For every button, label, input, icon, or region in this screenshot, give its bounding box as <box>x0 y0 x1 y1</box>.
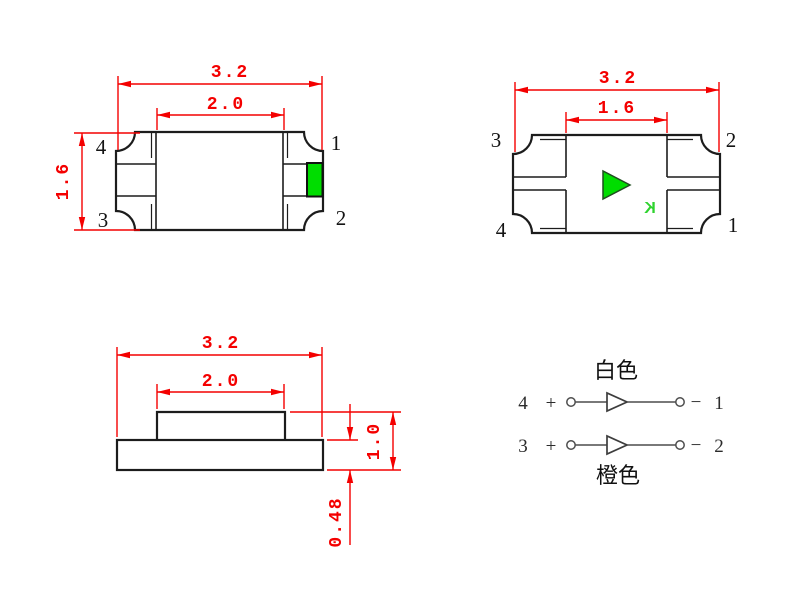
diode-symbol <box>606 391 630 413</box>
package-outline <box>511 133 722 235</box>
pin-label: 1 <box>331 131 342 155</box>
dimension-text: 1.0 <box>365 422 385 460</box>
side-view: 3.2 2.0 1.0 0.48 <box>115 334 401 548</box>
dimension-text: 2.0 <box>202 372 240 392</box>
led-window <box>306 162 324 198</box>
dimension-text: 3.2 <box>202 334 240 354</box>
pin-label: 3 <box>98 208 109 232</box>
pin-label: 3 <box>491 128 502 152</box>
dimension-text: 2.0 <box>207 95 245 115</box>
minus-sign: − <box>691 435 702 456</box>
plus-sign: + <box>546 393 557 414</box>
dimension-text: 3.2 <box>211 63 249 83</box>
color-label-top: 白色 <box>594 358 638 383</box>
cathode-mark: K <box>644 200 656 217</box>
circuit-diagram: 白色 4 + − 1 3 + − 2 橙色 <box>518 358 724 488</box>
bottom-view: K 3 2 4 1 3.2 1.6 <box>491 69 739 242</box>
dimension-text: 0.48 <box>327 496 347 547</box>
pin-label: 4 <box>496 218 507 242</box>
dimension-text: 1.6 <box>54 162 74 200</box>
led-chip-triangle <box>602 169 632 201</box>
circuit-row-1: 4 + − 1 <box>518 391 724 414</box>
terminal-circle <box>675 440 685 450</box>
dimension-text: 1.6 <box>598 99 636 119</box>
cathode-pin-label: 1 <box>714 393 724 414</box>
circuit-row-2: 3 + − 2 <box>518 434 724 457</box>
terminal-circle <box>675 397 685 407</box>
anode-pin-label: 4 <box>518 393 528 414</box>
minus-sign: − <box>691 392 702 413</box>
base-body <box>115 438 325 472</box>
pin-label: 4 <box>96 135 107 159</box>
diode-symbol <box>606 434 630 456</box>
package-outline <box>114 130 325 232</box>
cathode-pin-label: 2 <box>714 436 724 457</box>
plus-sign: + <box>546 436 557 457</box>
top-view: 4 1 3 2 3.2 2.0 1.6 <box>54 63 346 232</box>
anode-pin-label: 3 <box>518 436 528 457</box>
pin-label: 2 <box>726 128 737 152</box>
dimension-text: 3.2 <box>599 69 637 89</box>
top-body <box>155 410 287 440</box>
pin-label: 1 <box>728 213 739 237</box>
terminal-circle <box>566 397 576 407</box>
terminal-circle <box>566 440 576 450</box>
pin-label: 2 <box>336 206 347 230</box>
color-label-bottom: 橙色 <box>596 463 640 488</box>
